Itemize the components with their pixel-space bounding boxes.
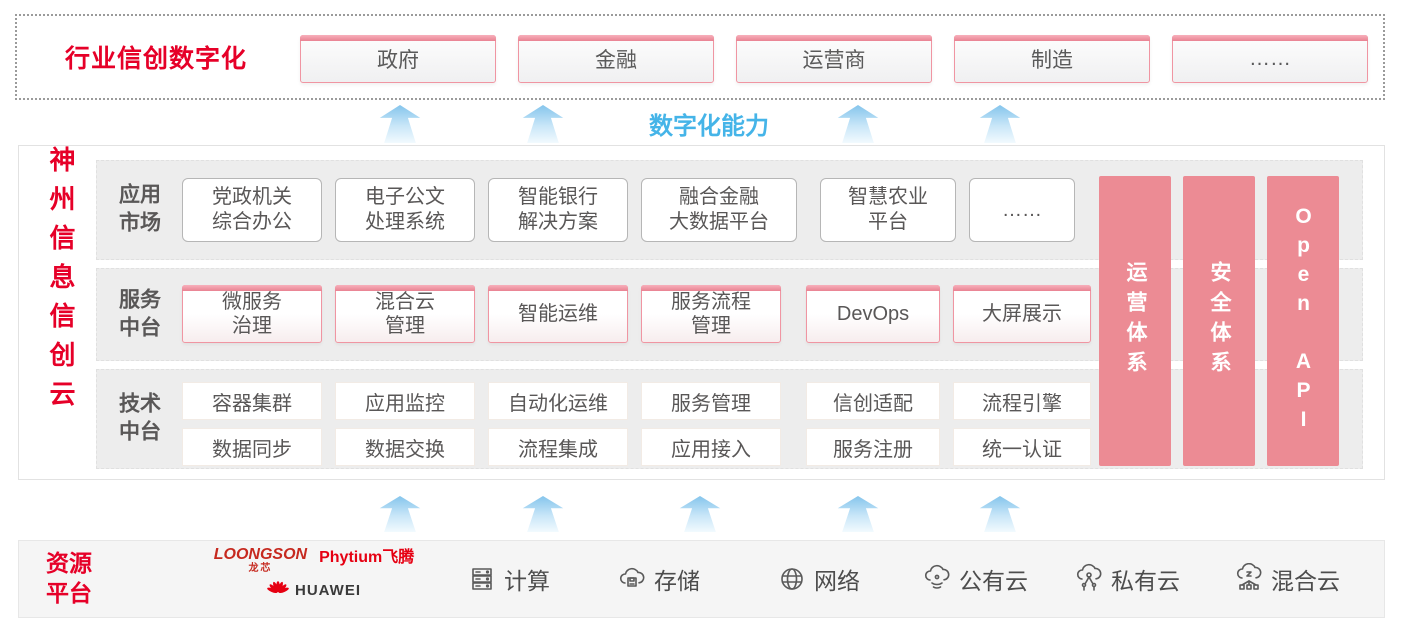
tech-box-app-monitor[interactable]: 应用监控	[335, 382, 475, 420]
resource-item-storage: 存储	[616, 562, 700, 596]
up-arrow-icon	[379, 496, 421, 532]
app-box-more[interactable]: ……	[969, 178, 1075, 242]
resource-item-compute: 计算	[466, 562, 550, 596]
app-box-e-doc[interactable]: 电子公文 处理系统	[335, 178, 475, 242]
service-box-devops[interactable]: DevOps	[806, 285, 940, 343]
resource-item-label: 计算	[504, 568, 550, 594]
up-arrow-icon	[379, 105, 421, 143]
resource-item-hybrid-cloud: 混合云	[1233, 562, 1340, 596]
tech-box-flow-engine[interactable]: 流程引擎	[953, 382, 1091, 420]
app-box-gov-office[interactable]: 党政机关 综合办公	[182, 178, 322, 242]
compute-icon	[472, 568, 492, 590]
hybrid-cloud-icon	[1236, 563, 1262, 590]
tech-box-service-registry[interactable]: 服务注册	[806, 428, 940, 466]
resource-item-label: 公有云	[959, 568, 1028, 594]
loongson-logo: LOONGSON 龙芯	[213, 546, 308, 574]
app-market-section: 应用 市场 党政机关 综合办公 电子公文 处理系统 智能银行 解决方案 融合金融…	[96, 160, 1363, 260]
pillar-security-system: 安全体系	[1183, 176, 1255, 466]
industry-chip-finance[interactable]: 金融	[518, 35, 714, 83]
public-cloud-icon	[924, 564, 950, 589]
tech-box-xinchuang-adapt[interactable]: 信创适配	[806, 382, 940, 420]
resource-item-label: 存储	[654, 568, 700, 594]
resource-item-public-cloud: 公有云	[921, 562, 1028, 596]
up-arrow-icon	[522, 105, 564, 143]
tech-box-data-sync[interactable]: 数据同步	[182, 428, 322, 466]
tech-box-container-cluster[interactable]: 容器集群	[182, 382, 322, 420]
up-arrow-icon	[679, 496, 721, 532]
industry-banner-title: 行业信创数字化	[65, 45, 248, 73]
service-box-hybrid-cloud-mgmt[interactable]: 混合云 管理	[335, 285, 475, 343]
service-box-service-flow[interactable]: 服务流程 管理	[641, 285, 781, 343]
up-arrow-icon	[837, 496, 879, 532]
resource-item-label: 混合云	[1271, 568, 1340, 594]
huawei-flower-icon	[267, 581, 289, 594]
vendor-logos: LOONGSON 龙芯 Phytium飞腾 HUAWEI	[209, 547, 419, 600]
resource-platform-title: 资源 平台	[46, 550, 92, 606]
tech-box-auto-ops[interactable]: 自动化运维	[488, 382, 628, 420]
industry-banner: 行业信创数字化 政府 金融 运营商 制造 ……	[15, 14, 1385, 100]
tech-middle-section: 技术 中台 容器集群 应用监控 自动化运维 服务管理 信创适配 流程引擎 数据同…	[96, 369, 1363, 469]
network-icon	[781, 568, 803, 590]
tech-box-service-mgmt[interactable]: 服务管理	[641, 382, 781, 420]
tech-box-data-exchange[interactable]: 数据交换	[335, 428, 475, 466]
phytium-logo: Phytium飞腾	[319, 549, 415, 566]
storage-icon	[619, 567, 645, 587]
huawei-logo: HUAWEI	[209, 580, 419, 600]
tech-middle-label: 技术 中台	[119, 392, 161, 444]
tech-box-flow-integration[interactable]: 流程集成	[488, 428, 628, 466]
app-box-smart-bank[interactable]: 智能银行 解决方案	[488, 178, 628, 242]
tech-box-app-access[interactable]: 应用接入	[641, 428, 781, 466]
resource-platform-panel: 资源 平台 LOONGSON 龙芯 Phytium飞腾 HU	[18, 540, 1385, 618]
pillar-open-api: Open API	[1267, 176, 1339, 466]
service-middle-label: 服务 中台	[119, 288, 161, 340]
platform-vertical-title: 神州信息信创云	[46, 146, 76, 419]
private-cloud-icon	[1076, 563, 1102, 591]
app-box-finance-bigdata[interactable]: 融合金融 大数据平台	[641, 178, 797, 242]
industry-chip-manufacturing[interactable]: 制造	[954, 35, 1150, 83]
resource-item-network: 网络	[776, 562, 860, 596]
up-arrow-icon	[837, 105, 879, 143]
service-box-microservice[interactable]: 微服务 治理	[182, 285, 322, 343]
industry-chip-row: 政府 金融 运营商 制造 ……	[300, 35, 1368, 83]
up-arrow-icon	[979, 496, 1021, 532]
industry-chip-more[interactable]: ……	[1172, 35, 1368, 83]
industry-chip-operator[interactable]: 运营商	[736, 35, 932, 83]
resource-item-private-cloud: 私有云	[1073, 562, 1180, 596]
up-arrow-icon	[522, 496, 564, 532]
tech-box-unified-auth[interactable]: 统一认证	[953, 428, 1091, 466]
industry-chip-government[interactable]: 政府	[300, 35, 496, 83]
resource-item-label: 私有云	[1111, 568, 1180, 594]
service-box-big-screen[interactable]: 大屏展示	[953, 285, 1091, 343]
capability-label: 数字化能力	[649, 113, 769, 140]
service-box-aiops[interactable]: 智能运维	[488, 285, 628, 343]
app-box-smart-agriculture[interactable]: 智慧农业 平台	[820, 178, 956, 242]
resource-item-label: 网络	[814, 568, 860, 594]
app-market-label: 应用 市场	[119, 183, 161, 235]
cloud-platform-panel: 神州信息信创云 应用 市场 党政机关 综合办公 电子公文 处理系统 智能银行 解…	[18, 145, 1385, 480]
service-middle-section: 服务 中台 微服务 治理 混合云 管理 智能运维 服务流程 管理 DevOps …	[96, 268, 1363, 361]
up-arrow-icon	[979, 105, 1021, 143]
pillar-operation-system: 运营体系	[1099, 176, 1171, 466]
